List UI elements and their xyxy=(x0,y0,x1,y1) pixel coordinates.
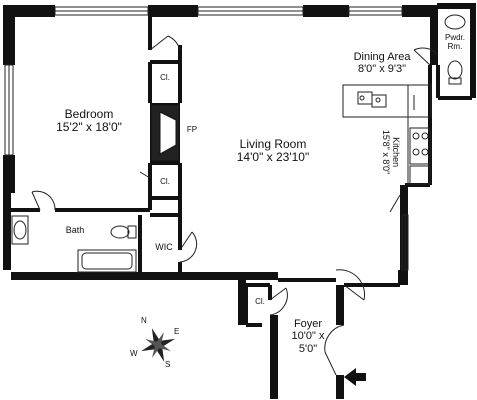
door-swings xyxy=(31,35,439,376)
compass-e: E xyxy=(174,327,180,336)
closet-label-mid: Cl. xyxy=(152,177,178,187)
powder-fixtures xyxy=(444,14,466,85)
dining-area-size: 8'0" x 9'3" xyxy=(357,63,407,76)
compass-s: S xyxy=(165,360,171,369)
living-room-label: Living Room 14'0" x 23'10" xyxy=(218,137,328,165)
foyer-size-line1: 10'0" x xyxy=(291,330,325,343)
kitchen-fixtures xyxy=(342,84,432,185)
foyer-size-line2: 5'0" xyxy=(298,342,318,355)
bedroom-label: Bedroom 15'2" x 18'0" xyxy=(44,107,134,135)
foyer-label: Foyer 10'0" x 5'0" xyxy=(282,318,334,355)
closet-label-top: Cl. xyxy=(152,73,178,83)
kitchen-name: Kitchen xyxy=(391,137,402,168)
fireplace-text: FP xyxy=(186,125,198,134)
compass-n: N xyxy=(141,316,147,325)
wic-name: WIC xyxy=(155,242,173,252)
kitchen-size: 15'8" x 8'0" xyxy=(381,129,391,175)
powder-room-line1: Pwdr. xyxy=(444,33,465,42)
windows xyxy=(4,6,409,271)
bedroom-size: 15'2" x 18'0" xyxy=(56,120,122,135)
bath-label: Bath xyxy=(60,225,90,235)
living-room-size: 14'0" x 23'10" xyxy=(236,150,310,165)
wic-label: WIC xyxy=(150,242,178,252)
compass-w: W xyxy=(130,349,138,358)
bath-fixtures xyxy=(11,215,137,273)
bath-name: Bath xyxy=(65,225,85,235)
compass-rose-icon xyxy=(141,328,175,362)
fireplace xyxy=(150,104,180,162)
closet-top-text: Cl. xyxy=(160,73,170,82)
kitchen-label: Kitchen 15'8" x 8'0" xyxy=(381,117,401,187)
powder-room-label: Pwdr. Rm. xyxy=(440,33,470,52)
foyer-name: Foyer xyxy=(293,318,323,330)
bedroom-name: Bedroom xyxy=(64,107,114,121)
powder-room-line2: Rm. xyxy=(447,41,463,51)
closet-label-foyer: Cl. xyxy=(250,297,270,307)
dining-area-name: Dining Area xyxy=(353,51,411,63)
closet-foyer-text: Cl. xyxy=(255,297,265,306)
fireplace-label: FP xyxy=(184,125,200,135)
living-room-name: Living Room xyxy=(239,137,307,151)
entry-arrow-icon xyxy=(344,368,366,386)
interior-walls xyxy=(11,15,472,327)
dining-area-label: Dining Area 8'0" x 9'3" xyxy=(342,51,422,76)
closet-mid-text: Cl. xyxy=(160,177,170,186)
